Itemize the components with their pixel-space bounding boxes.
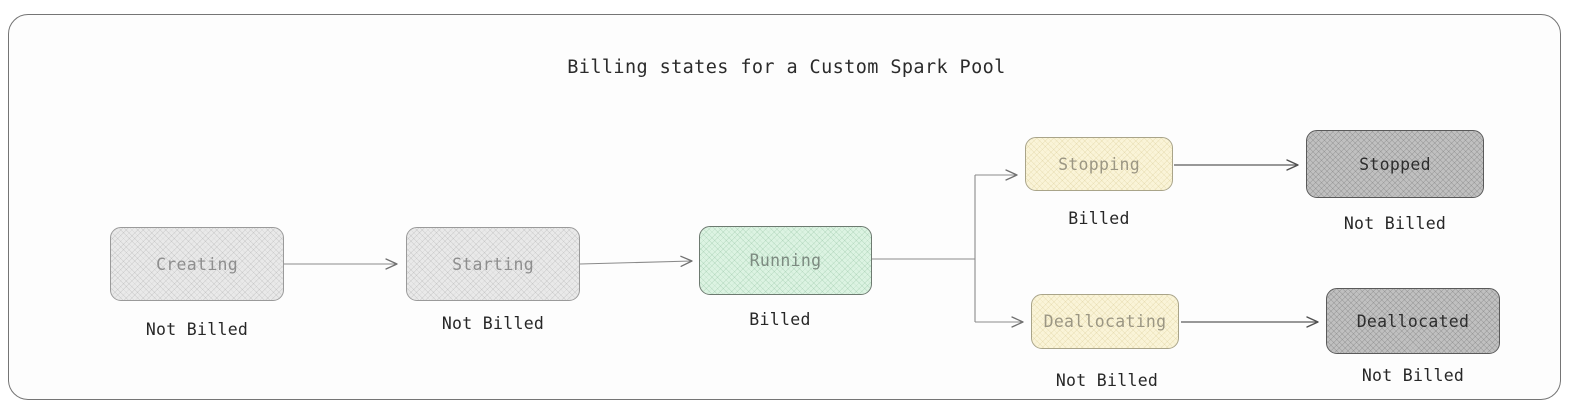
state-node-deallocated-label: Deallocated [1356, 311, 1470, 331]
state-node-stopping-label: Stopping [1058, 154, 1140, 174]
billing-caption-starting: Not Billed [441, 314, 545, 333]
state-node-deallocating[interactable]: Deallocating [1031, 294, 1179, 349]
state-node-creating-label: Creating [156, 254, 238, 274]
state-node-creating[interactable]: Creating [110, 227, 284, 301]
state-node-stopped-label: Stopped [1359, 154, 1431, 174]
billing-caption-stopping: Billed [1068, 209, 1130, 228]
state-node-stopped[interactable]: Stopped [1306, 130, 1484, 198]
state-node-deallocated[interactable]: Deallocated [1326, 288, 1500, 354]
diagram-frame [8, 14, 1561, 400]
billing-caption-deallocating: Not Billed [1055, 371, 1159, 390]
state-node-deallocating-label: Deallocating [1043, 312, 1167, 331]
billing-caption-creating: Not Billed [145, 320, 249, 339]
billing-caption-deallocated: Not Billed [1361, 366, 1465, 385]
state-node-starting-label: Starting [452, 254, 534, 274]
state-node-running-label: Running [749, 251, 822, 270]
diagram-title: Billing states for a Custom Spark Pool [567, 57, 1006, 78]
state-node-stopping[interactable]: Stopping [1025, 137, 1173, 191]
billing-caption-running: Billed [749, 310, 811, 329]
state-node-running[interactable]: Running [699, 226, 872, 295]
state-node-starting[interactable]: Starting [406, 227, 580, 301]
billing-caption-stopped: Not Billed [1343, 214, 1447, 233]
